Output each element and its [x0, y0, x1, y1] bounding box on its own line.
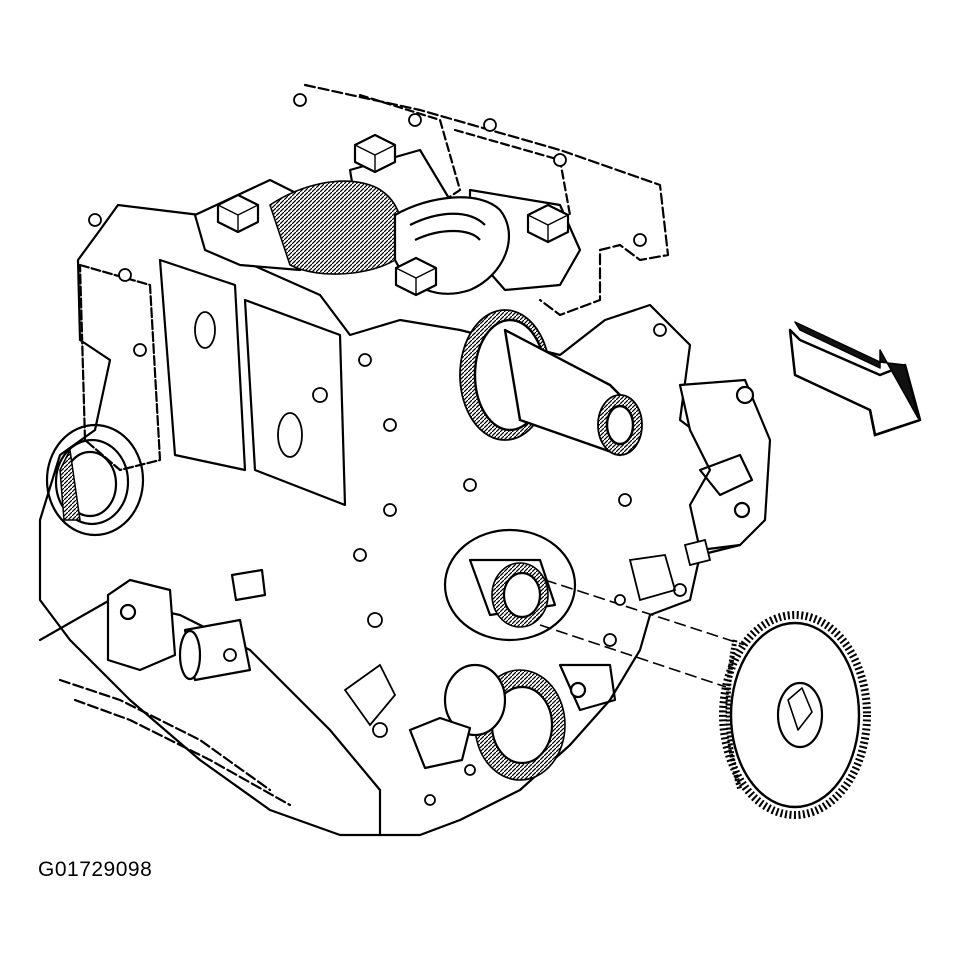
figure-code: G01729098: [38, 858, 153, 881]
main-bearing-caps: [193, 133, 582, 297]
bolt-holes: [88, 93, 687, 806]
camshaft-gear: [719, 611, 871, 819]
engine-block: [38, 83, 772, 837]
arrow-icon: [788, 321, 922, 437]
oil-pump-assembly: [408, 528, 617, 781]
crankshaft-nose: [459, 309, 643, 457]
alignment-lines: [539, 579, 761, 691]
cover-recesses: [194, 311, 712, 727]
bolt-heads: [216, 133, 570, 297]
